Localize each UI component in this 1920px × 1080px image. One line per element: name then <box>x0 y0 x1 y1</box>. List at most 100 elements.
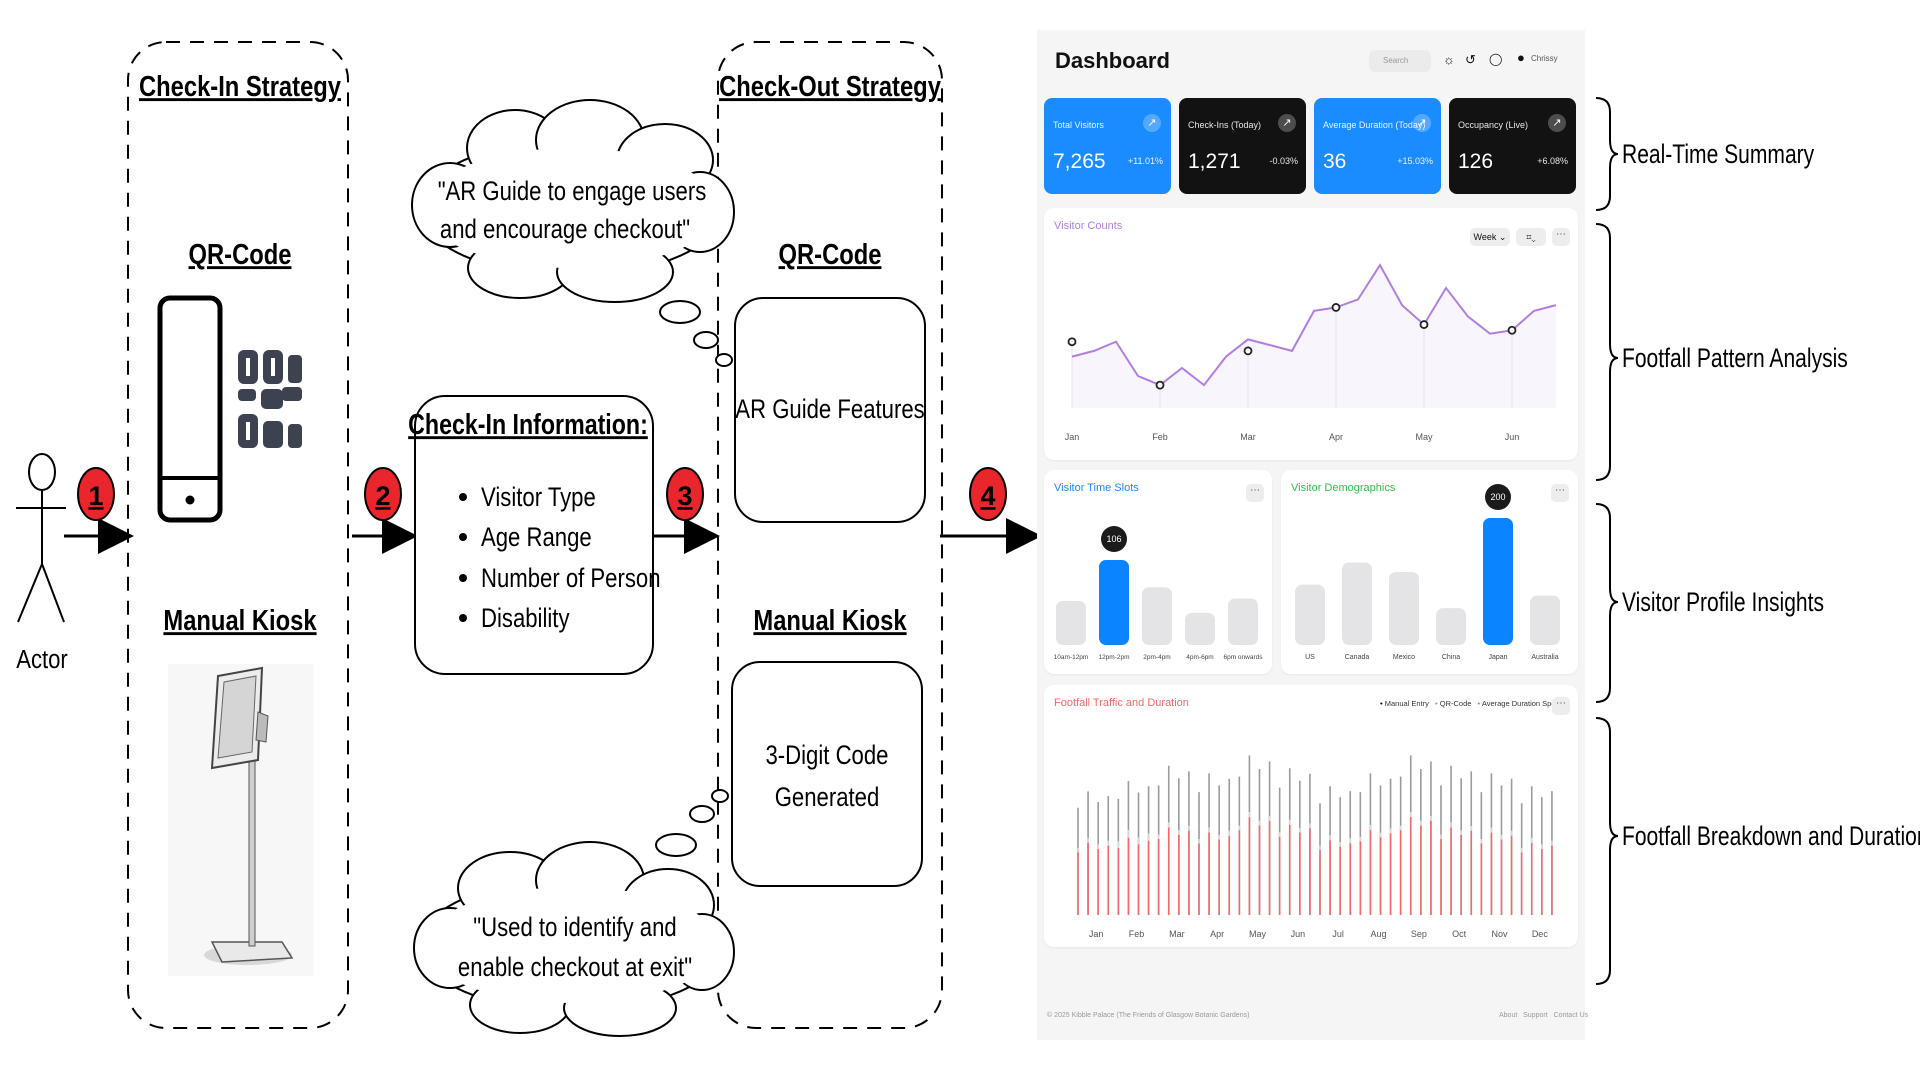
line-point <box>1331 303 1341 312</box>
more-menu-icon[interactable]: ⋯ <box>1246 484 1264 502</box>
trend-arrow-icon: ↗ <box>1548 114 1566 132</box>
dashboard-screenshot: Dashboard Search ☼ ↺ ◯ ● Chrissy Total V… <box>1037 30 1588 1040</box>
chart-type-select[interactable]: ⌗⌄ <box>1516 228 1546 246</box>
step-badge-3: 3 <box>666 467 704 521</box>
thought-top-line1: "AR Guide to engage users <box>438 177 707 207</box>
x-tick-label: Australia <box>1531 654 1558 661</box>
x-tick-label: 10am-12pm <box>1054 654 1089 661</box>
data-label: 106 <box>1106 534 1121 544</box>
time-slots-title: Visitor Time Slots <box>1054 482 1139 494</box>
x-tick-label: May <box>1249 929 1267 939</box>
svg-text:4: 4 <box>980 481 995 511</box>
bar <box>1295 584 1325 645</box>
bar <box>1483 518 1513 645</box>
line-area <box>1072 265 1556 408</box>
footer-link[interactable]: Support <box>1523 1012 1548 1019</box>
x-tick-label: Dec <box>1532 929 1549 939</box>
checkin-info-list: Visitor Type Age Range Number of Person … <box>459 483 661 634</box>
history-icon[interactable]: ↺ <box>1465 52 1476 67</box>
x-tick-label: Sep <box>1411 929 1427 939</box>
footer-link[interactable]: Contact Us <box>1553 1012 1589 1019</box>
actor-label: Actor <box>16 645 68 674</box>
bracket-label: Footfall Pattern Analysis <box>1622 344 1848 374</box>
x-tick-label: Jun <box>1505 432 1520 442</box>
bar <box>1342 562 1372 645</box>
bar <box>1389 571 1419 645</box>
bar <box>1185 612 1215 645</box>
bracket-label: Footfall Breakdown and Duration <box>1622 822 1920 852</box>
svg-text:2: 2 <box>375 481 390 511</box>
bar <box>1099 560 1129 645</box>
line-point <box>1507 325 1517 335</box>
checkin-kiosk-title: Manual Kiosk <box>163 604 316 637</box>
more-menu-icon[interactable]: ⋯ <box>1551 484 1569 502</box>
x-tick-label: Feb <box>1129 929 1145 939</box>
bar <box>1056 600 1086 645</box>
kpi-card[interactable]: Average Duration (Today) ↗ 36 +15.03% <box>1314 98 1441 194</box>
thought-bottom-line1: "Used to identify and <box>473 913 676 943</box>
step-badge-2: 2 <box>364 467 402 521</box>
more-menu-icon[interactable]: ⋯ <box>1552 228 1570 246</box>
kpi-card[interactable]: Occupancy (Live) ↗ 126 +6.08% <box>1449 98 1576 194</box>
x-tick-label: Mar <box>1240 432 1256 442</box>
x-tick-label: Apr <box>1329 432 1343 442</box>
user-name: Chrissy <box>1531 54 1558 63</box>
x-tick-label: US <box>1305 654 1315 661</box>
bar <box>1530 595 1560 645</box>
line-point <box>1067 337 1077 347</box>
thought-cloud-bottom <box>413 789 735 1037</box>
x-tick-label: Jul <box>1332 929 1344 939</box>
x-tick-label: Jan <box>1065 432 1080 442</box>
footer-link[interactable]: About <box>1499 1012 1518 1019</box>
code-box <box>731 661 923 887</box>
data-label-pill <box>1485 484 1511 510</box>
thought-cloud-top <box>411 99 735 367</box>
x-tick-label: 2pm-4pm <box>1143 654 1170 661</box>
user-icon[interactable]: ● <box>1517 50 1525 65</box>
bracket-label: Visitor Profile Insights <box>1622 588 1824 618</box>
search-input[interactable]: Search <box>1369 50 1431 72</box>
line-point <box>1243 346 1253 356</box>
thought-bottom-line2: enable checkout at exit" <box>458 953 692 983</box>
x-tick-label: Apr <box>1210 929 1224 939</box>
visitor-counts-title: Visitor Counts <box>1054 220 1123 232</box>
smartphone-icon <box>157 295 223 523</box>
bracket-label: Real-Time Summary <box>1622 140 1815 170</box>
bar <box>1436 608 1466 645</box>
step-badge-4: 4 <box>969 467 1007 521</box>
kpi-card[interactable]: Total Visitors ↗ 7,265 +11.01% <box>1044 98 1171 194</box>
flow-diagram: Check-In Strategy Check-Out Strategy QR-… <box>16 41 1040 1037</box>
x-tick-label: Mar <box>1169 929 1185 939</box>
x-tick-label: Aug <box>1370 929 1386 939</box>
checkin-title: Check-In Strategy <box>139 70 341 103</box>
trend-arrow-icon: ↗ <box>1413 114 1431 132</box>
checkout-panel <box>717 41 943 1029</box>
x-tick-label: Jan <box>1089 929 1104 939</box>
x-tick-label: Canada <box>1345 654 1370 661</box>
footfall-legend: • Manual Entry • QR-Code • Average Durat… <box>1380 699 1562 708</box>
checkin-qr-title: QR-Code <box>189 238 292 271</box>
sun-icon[interactable]: ☼ <box>1443 52 1455 67</box>
dashboard-title: Dashboard <box>1055 48 1170 73</box>
footfall-card: Footfall Traffic and Duration • Manual E… <box>1044 685 1578 947</box>
bar <box>1228 598 1258 645</box>
step-badge-1: 1 <box>77 467 115 521</box>
period-select[interactable]: Week ⌄ <box>1470 228 1510 246</box>
svg-text:3: 3 <box>677 481 692 511</box>
kpi-card[interactable]: Check-Ins (Today) ↗ 1,271 -0.03% <box>1179 98 1306 194</box>
info-item: Visitor Type <box>481 483 596 513</box>
x-tick-label: 12pm-2pm <box>1098 654 1129 661</box>
x-tick-label: May <box>1415 432 1433 442</box>
ar-guide-box <box>734 297 926 523</box>
actor-figure <box>16 453 66 623</box>
checkout-kiosk-title: Manual Kiosk <box>753 604 906 637</box>
bell-icon[interactable]: ◯ <box>1489 52 1503 66</box>
footfall-title: Footfall Traffic and Duration <box>1054 697 1189 709</box>
data-label: 200 <box>1490 492 1505 502</box>
more-menu-icon[interactable]: ⋯ <box>1552 697 1570 715</box>
x-tick-label: Mexico <box>1393 654 1415 661</box>
